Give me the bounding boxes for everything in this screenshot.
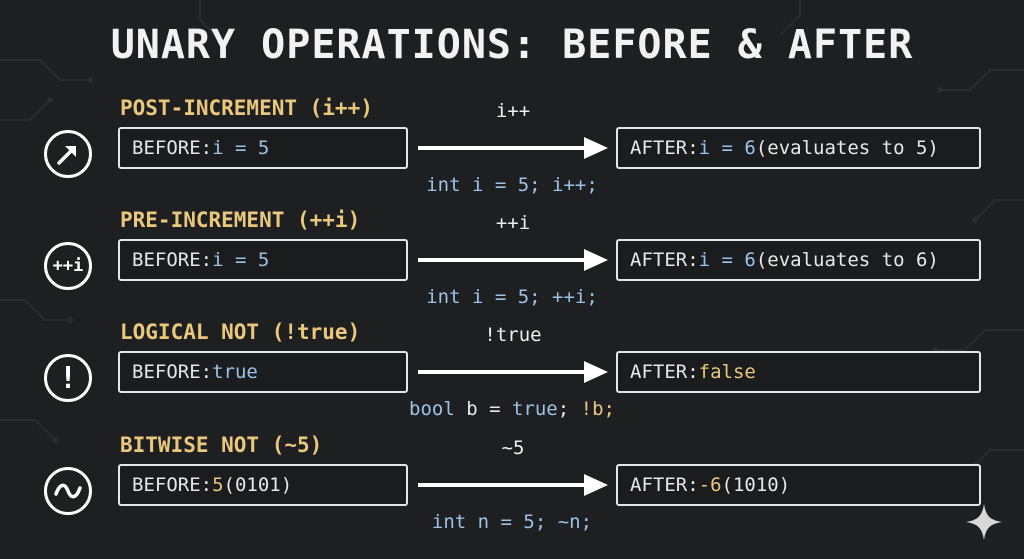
after-value: -6 [698, 474, 722, 496]
right-arrow-icon [418, 137, 608, 159]
after-prefix: AFTER: [630, 137, 699, 159]
right-arrow-icon [418, 249, 608, 271]
exclamation-icon: ! [44, 354, 92, 402]
page-title: UNARY OPERATIONS: BEFORE & AFTER [110, 22, 914, 68]
code-value: true [511, 398, 558, 420]
after-prefix: AFTER: [630, 249, 699, 271]
after-value: i = 6 [698, 137, 756, 159]
code-type: int [431, 511, 467, 533]
code-type: int [426, 174, 461, 196]
before-box: BEFORE: 5 (0101) [118, 464, 408, 506]
code-rest: n = 5; ~n; [466, 511, 593, 533]
right-arrow-icon [418, 474, 608, 496]
code-snippet: int i = 5; i++; [0, 174, 1024, 196]
plus-plus-i-icon: ++i [44, 242, 92, 290]
section-label: POST-INCREMENT (i++) [120, 96, 373, 120]
code-snippet: int n = 5; ~n; [0, 511, 1024, 533]
tilde-icon [44, 467, 92, 515]
after-value: false [698, 361, 756, 383]
before-box: BEFORE: i = 5 [118, 127, 408, 169]
after-suffix: (1010) [721, 474, 791, 496]
after-value: i = 6 [698, 249, 756, 271]
code-separator: ; [557, 398, 581, 420]
after-suffix: (evaluates to 5) [755, 137, 939, 159]
section-bitwise-not: BITWISE NOT (~5) BEFORE: 5 (0101) ~5 AFT… [0, 433, 1024, 543]
after-box: AFTER: i = 6 (evaluates to 5) [616, 127, 981, 169]
before-value: true [212, 361, 258, 383]
before-box: BEFORE: true [118, 351, 408, 393]
before-prefix: BEFORE: [132, 474, 213, 496]
before-value: i = 5 [212, 249, 270, 271]
after-suffix: (evaluates to 6) [755, 249, 939, 271]
code-operation: !b; [580, 398, 615, 420]
before-prefix: BEFORE: [132, 249, 213, 271]
operator-label: i++ [495, 100, 531, 122]
code-snippet: bool b = true; !b; [0, 398, 1024, 420]
section-label: LOGICAL NOT (!true) [120, 320, 361, 344]
before-suffix: (0101) [223, 474, 293, 496]
sparkle-icon [966, 504, 1002, 540]
after-prefix: AFTER: [630, 474, 699, 496]
after-box: AFTER: i = 6 (evaluates to 6) [616, 239, 981, 281]
code-type: bool [409, 398, 455, 420]
operator-label: !true [484, 324, 542, 346]
right-arrow-icon [418, 361, 608, 383]
arrow-up-right-icon [44, 130, 92, 178]
section-post-increment: POST-INCREMENT (i++) BEFORE: i = 5 i++ A… [0, 96, 1024, 206]
code-rest: b = [454, 398, 512, 420]
after-box: AFTER: -6 (1010) [616, 464, 981, 506]
before-value: 5 [212, 474, 224, 496]
before-box: BEFORE: i = 5 [118, 239, 408, 281]
before-prefix: BEFORE: [132, 361, 213, 383]
section-logical-not: LOGICAL NOT (!true) ! BEFORE: true !true… [0, 320, 1024, 430]
section-label: PRE-INCREMENT (++i) [120, 208, 361, 232]
section-pre-increment: PRE-INCREMENT (++i) ++i BEFORE: i = 5 ++… [0, 208, 1024, 318]
operator-label: ~5 [501, 437, 525, 459]
after-box: AFTER: false [616, 351, 981, 393]
code-type: int [426, 286, 461, 308]
code-rest: i = 5; i++; [460, 174, 598, 196]
code-rest: i = 5; ++i; [460, 286, 598, 308]
before-prefix: BEFORE: [132, 137, 213, 159]
after-prefix: AFTER: [630, 361, 699, 383]
operator-label: ++i [495, 212, 531, 234]
section-label: BITWISE NOT (~5) [120, 433, 323, 457]
code-snippet: int i = 5; ++i; [0, 286, 1024, 308]
before-value: i = 5 [212, 137, 270, 159]
